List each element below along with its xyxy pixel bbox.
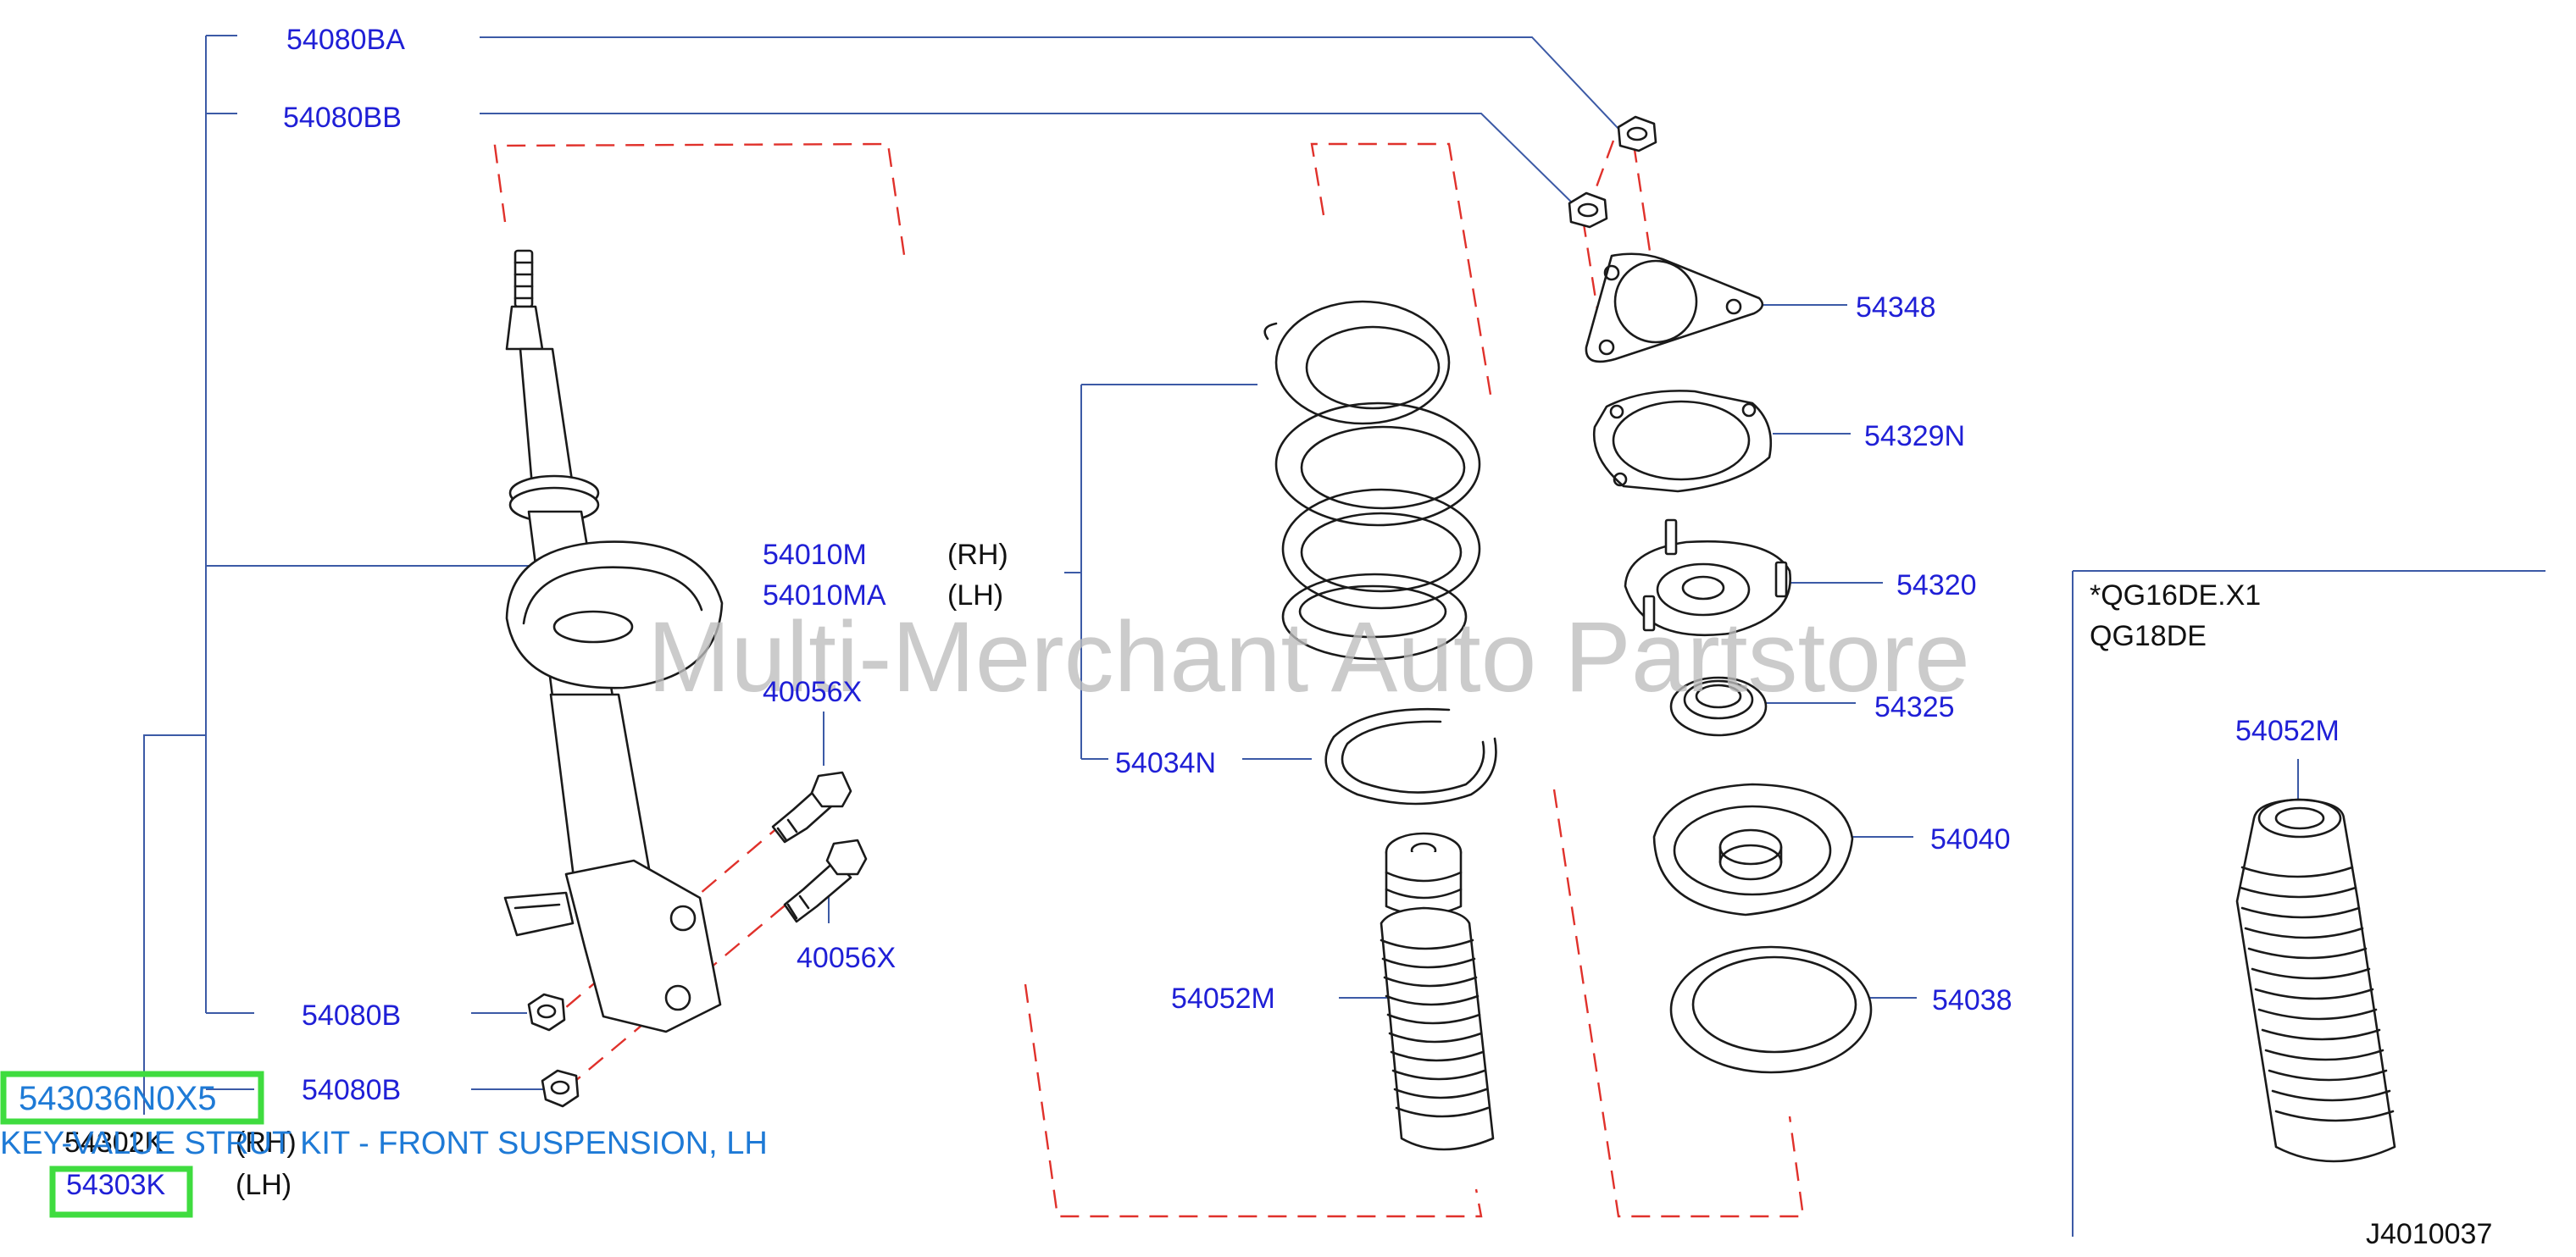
spring-seat-ring [1324,707,1497,806]
spring-seat-upper [1652,783,1854,916]
label-strut-kit-lh[interactable]: 54303K [66,1169,166,1201]
label-strut-kit-lh-tag: (LH) [236,1169,291,1201]
strut-assembly [503,249,724,1033]
label-strut-lh-tag: (LH) [947,579,1003,612]
label-spring-seat[interactable]: 54034N [1115,747,1216,779]
bound-bumper [1380,832,1495,1151]
label-bolt-b[interactable]: 40056X [797,942,896,974]
label-bolt-a[interactable]: 40056X [763,676,862,708]
nut-lower-a [527,993,566,1032]
label-strut-lh[interactable]: 54010MA [763,579,886,612]
watermark: Multi-Merchant Auto Partstore [647,601,1970,713]
label-nut-lower-b[interactable]: 54080B [302,1074,401,1106]
variant-note-line1: *QG16DE.X1 [2090,579,2261,612]
label-mount-insulator[interactable]: 54320 [1896,569,1977,601]
nut-upper-b [1568,191,1608,229]
leader-lines [143,35,2545,1237]
mount-plate [1585,252,1764,363]
label-bearing[interactable]: 54325 [1874,691,1955,723]
highlight-box-kit [0,1071,264,1125]
label-strut-rh[interactable]: 54010M [763,539,867,571]
alt-bound-bumper [2235,798,2396,1163]
nut-upper-a [1617,115,1657,152]
mount-insulator [1624,518,1792,637]
label-strut-kit-rh-tag: (RH) [236,1127,297,1159]
coil-spring [1263,300,1481,661]
highlight-box-lh [49,1166,193,1218]
insulator-gasket [1592,390,1773,493]
strut-bearing [1669,676,1768,737]
bolt-upper [771,771,852,844]
bolt-lower [783,839,868,923]
label-strut-kit-rh[interactable]: 54302K [64,1127,164,1159]
highlight-part-number[interactable]: 543036N0X5 [19,1080,217,1117]
label-plate[interactable]: 54348 [1856,291,1936,324]
label-spring-seat-upper[interactable]: 54040 [1930,823,2011,856]
label-insulator-gasket[interactable]: 54329N [1864,420,1965,452]
label-bound-bumper[interactable]: 54052M [1171,983,1275,1015]
reference-code: J4010037 [2366,1218,2492,1250]
label-alt-bound-bumper[interactable]: 54052M [2235,715,2340,747]
label-nut-upper-b[interactable]: 54080BB [283,102,402,134]
selection-highlight: 543036N0X5 KEY-VALUE STRUT KIT - FRONT S… [0,1071,768,1218]
label-spring-seat-rubber[interactable]: 54038 [1932,984,2012,1016]
variant-note-line2: QG18DE [2090,620,2207,652]
label-nut-lower-a[interactable]: 54080B [302,1000,401,1032]
callout-labels: 54080BA 54080BB 54010M (RH) 54010MA (LH)… [64,24,2492,1250]
nut-lower-b [541,1069,580,1108]
highlight-description: KEY-VALUE STRUT KIT - FRONT SUSPENSION, … [0,1126,768,1161]
spring-seat-rubber [1669,945,1873,1074]
label-strut-rh-tag: (RH) [947,539,1008,571]
label-nut-upper-a[interactable]: 54080BA [286,24,405,56]
